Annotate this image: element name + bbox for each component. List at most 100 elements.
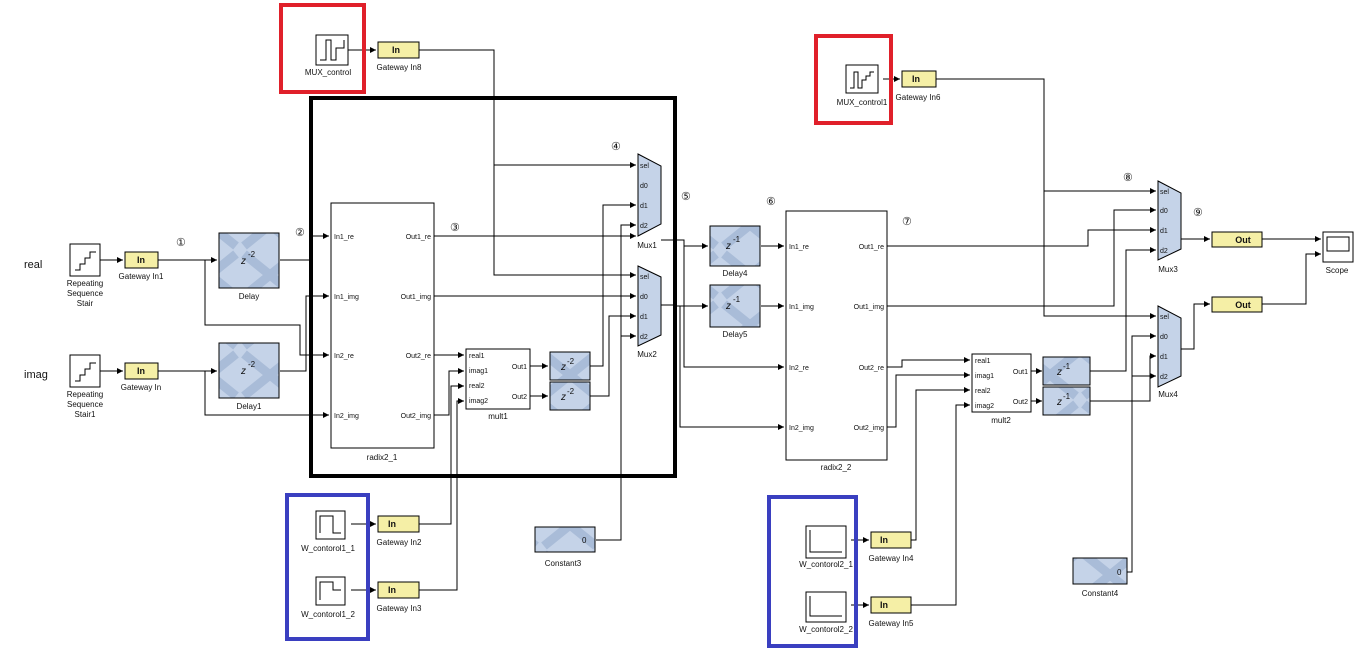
signal-icon (809, 596, 842, 617)
marker-6: ⑥ (766, 196, 776, 208)
w-contorol2-1-block[interactable]: W_contorol2_1 (799, 525, 853, 569)
w-contorol1-1-block[interactable]: W_contorol1_1 (301, 510, 355, 553)
block-name: Delay (239, 292, 259, 301)
delay4-block[interactable]: z -1 Delay4 (709, 225, 761, 278)
z-text: z (560, 362, 566, 373)
constant-value: 0 (1117, 568, 1122, 577)
port-label: In1_img (789, 304, 814, 311)
delay-mult2-out1-block[interactable]: z -1 (1042, 356, 1091, 386)
port-label: real2 (469, 383, 485, 390)
repeating-sequence-stair1-block[interactable]: Repeating Sequence Stair1 (67, 354, 104, 419)
marker-7: ⑦ (902, 216, 912, 228)
port-label: d1 (640, 203, 648, 210)
z-exponent: -1 (1063, 362, 1071, 371)
block-name: Gateway In4 (869, 554, 914, 563)
z-exponent: -1 (1063, 392, 1071, 401)
block-name: Gateway In (121, 383, 161, 392)
port-label: d1 (640, 314, 648, 321)
gateway-in-text: In (137, 366, 145, 376)
port-label: d1 (1160, 228, 1168, 235)
gateway-in8-block[interactable]: In Gateway In8 (377, 41, 422, 72)
mux-control1-block[interactable]: MUX_control1 (837, 64, 888, 107)
delay-mult2-out2-block[interactable]: z -1 (1042, 386, 1091, 416)
gateway-in3-block[interactable]: In Gateway In3 (377, 581, 422, 613)
block-name: Sequence (67, 400, 104, 409)
highlight-box-mux-control (279, 3, 366, 94)
gateway-out-block[interactable]: Out (1211, 231, 1263, 248)
gateway-in-text: In (388, 585, 396, 595)
mult2-subsystem[interactable]: real1 imag1 real2 imag2 Out1 Out2 mult2 (971, 353, 1032, 425)
block-name: W_contorol2_1 (799, 560, 853, 569)
marker-4: ④ (611, 141, 621, 153)
gateway-in-block[interactable]: In Gateway In (121, 362, 161, 392)
w-contorol2-2-block[interactable]: W_contorol2_2 (799, 591, 853, 634)
block-name: MUX_control (305, 68, 351, 77)
block-name: Mux3 (1158, 265, 1178, 274)
stair-icon (75, 251, 96, 271)
port-label: d0 (1160, 208, 1168, 215)
z-text: z (1056, 367, 1062, 378)
delay-mult1-out1-block[interactable]: z -2 (549, 351, 591, 381)
mult1-subsystem[interactable]: real1 imag1 real2 imag2 Out1 Out2 mult1 (465, 348, 531, 421)
port-label: In2_re (334, 353, 354, 360)
scope-block[interactable]: Scope (1322, 231, 1354, 275)
gateway-out-text: Out (1235, 300, 1251, 310)
delay-block[interactable]: z -2 Delay (218, 232, 280, 301)
mux-control-block[interactable]: MUX_control (305, 34, 351, 77)
block-name: Delay4 (723, 269, 748, 278)
block-name: Delay5 (723, 330, 748, 339)
port-label: Out2_img (401, 413, 431, 420)
port-label: imag1 (469, 368, 488, 375)
port-label: imag2 (975, 403, 994, 410)
gateway-in6-block[interactable]: In Gateway In6 (896, 70, 941, 102)
signal-wires (100, 47, 1321, 608)
gateway-in4-block[interactable]: In Gateway In4 (869, 531, 914, 563)
mux2-block[interactable]: sel d0 d1 d2 Mux2 (637, 265, 662, 359)
mux4-block[interactable]: sel d0 d1 d2 Mux4 (1157, 305, 1182, 399)
z-exponent: -1 (733, 235, 741, 244)
pulse-icon (320, 39, 345, 61)
block-name: Gateway In2 (377, 538, 422, 547)
port-label: In1_re (789, 244, 809, 251)
port-label: In2_re (789, 365, 809, 372)
gateway-in5-block[interactable]: In Gateway In5 (869, 596, 914, 628)
port-label: Out2_re (859, 365, 884, 372)
marker-1: ① (176, 237, 186, 249)
port-label: In2_img (789, 425, 814, 432)
label-real: real (24, 259, 42, 271)
port-label: sel (1160, 189, 1169, 196)
delay-mult1-out2-block[interactable]: z -2 (549, 381, 591, 411)
block-name: Scope (1326, 266, 1349, 275)
gateway-in1-block[interactable]: In Gateway In1 (119, 251, 164, 281)
block-name: radix2_2 (821, 463, 852, 472)
highlight-box-w-control2 (767, 495, 858, 648)
delay1-block[interactable]: z -2 Delay1 (218, 342, 280, 411)
constant4-block[interactable]: 0 Constant4 (1072, 557, 1128, 598)
repeating-sequence-stair-block[interactable]: Repeating Sequence Stair (67, 243, 104, 308)
port-label: d2 (640, 334, 648, 341)
z-text: z (1056, 397, 1062, 408)
port-label: Out1_img (401, 294, 431, 301)
port-label: Out2 (1013, 399, 1028, 406)
gateway-in2-block[interactable]: In Gateway In2 (377, 515, 422, 547)
block-name: MUX_control1 (837, 98, 888, 107)
mux3-block[interactable]: sel d0 d1 d2 Mux3 (1157, 180, 1182, 274)
w-contorol1-2-block[interactable]: W_contorol1_2 (301, 576, 355, 619)
gateway-in-text: In (912, 74, 920, 84)
radix2-1-subsystem[interactable]: In1_re In1_img In2_re In2_img Out1_re Ou… (330, 202, 435, 462)
z-text: z (240, 256, 246, 267)
port-label: real1 (975, 358, 991, 365)
radix2-2-subsystem[interactable]: In1_re In1_img In2_re In2_img Out1_re Ou… (785, 210, 888, 472)
port-label: Out1_img (854, 304, 884, 311)
block-name: W_contorol2_2 (799, 625, 853, 634)
constant3-block[interactable]: 0 Constant3 (534, 526, 596, 568)
gateway-in-text: In (880, 600, 888, 610)
delay5-block[interactable]: z -1 Delay5 (709, 284, 761, 339)
z-exponent: -2 (567, 357, 575, 366)
mux1-block[interactable]: sel d0 d1 d2 Mux1 (637, 153, 662, 250)
stair-icon (75, 362, 96, 382)
marker-5: ⑤ (681, 191, 691, 203)
block-name: mult2 (991, 416, 1011, 425)
highlight-box-w-control1 (285, 493, 370, 641)
gateway-out1-block[interactable]: Out (1211, 296, 1263, 313)
